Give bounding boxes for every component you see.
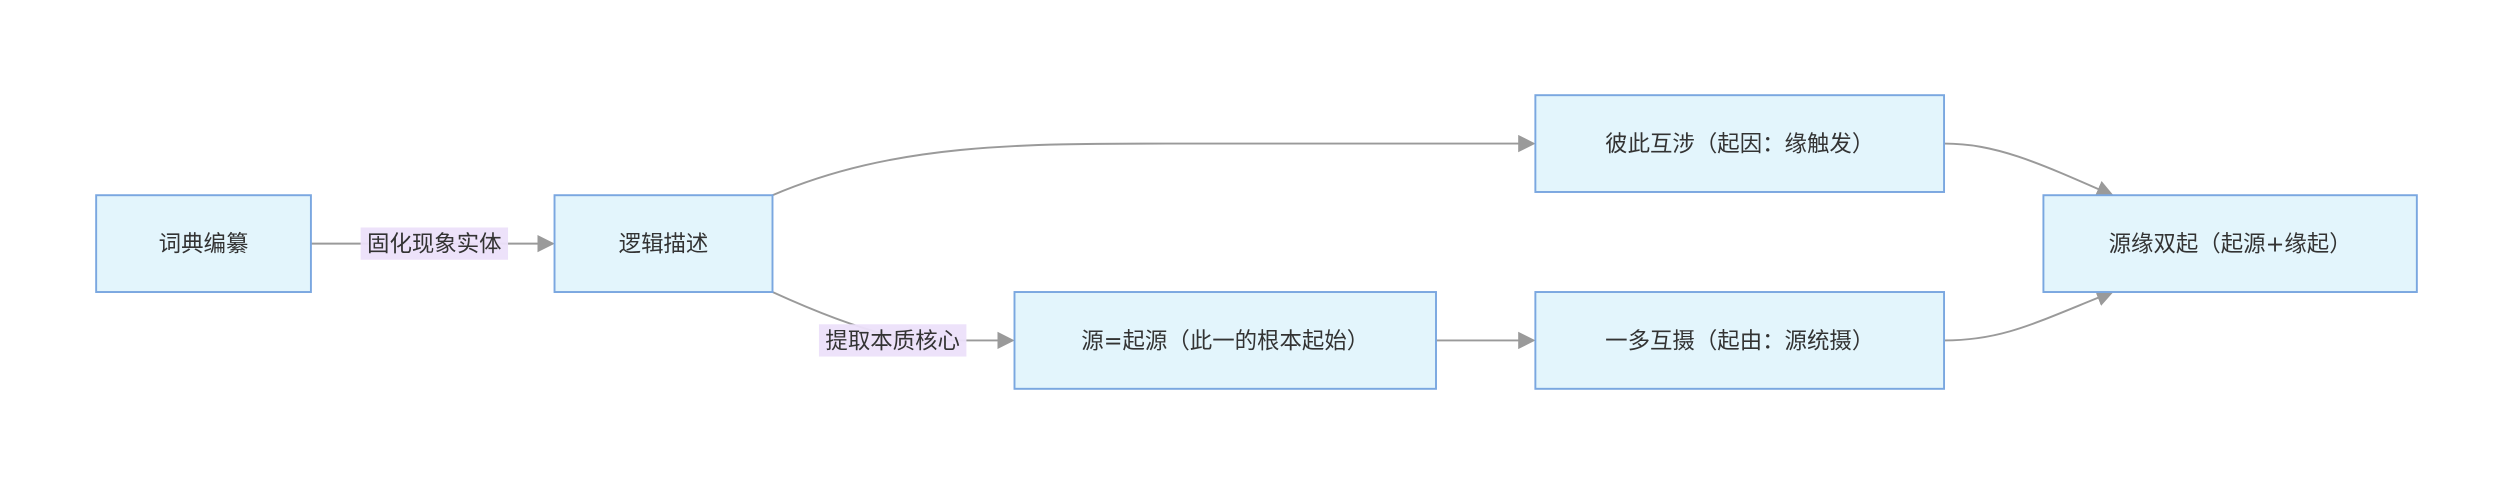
edge-label-logic-source: 提取本质核心 [818,324,967,357]
edge-logic-to-mutual [772,134,1536,197]
node-one-many-interpenetration: 一多互摄（起由：源统摄） [1534,291,1946,390]
edge-label-dict-logic: 固化现象实体 [360,227,509,260]
node-label: 一多互摄（起由：源统摄） [1605,328,1874,354]
node-box [95,194,312,293]
node-box [1013,291,1437,390]
node-label: 源缘双起（起源+缘起） [2109,232,2352,258]
node-label: 逻辑描述 [619,232,709,258]
edge-label-text: 提取本质核心 [825,328,960,354]
node-mutual-involvement: 彼此互涉（起因：缘触发） [1534,94,1946,193]
node-box [553,194,774,293]
node-dual-arising: 源缘双起（起源+缘起） [2042,194,2418,293]
edge-onemany-to-dual [1944,289,2114,342]
node-box [1534,94,1946,193]
node-dictionary-compilation: 词典编纂 [95,194,312,293]
node-label: 彼此互涉（起因：缘触发） [1605,132,1874,158]
edge-mutual-to-dual [1944,142,2114,197]
edge-label-text: 固化现象实体 [367,232,502,258]
node-box [1534,291,1946,390]
node-label: 词典编纂 [159,232,249,258]
node-source-origin: 源=起源（此一的根本起始） [1013,291,1437,390]
edge-label-bg [360,227,509,260]
node-logic-description: 逻辑描述 [553,194,774,293]
node-box [2042,194,2418,293]
node-label: 源=起源（此一的根本起始） [1081,328,1369,354]
edge-label-bg [818,324,967,357]
